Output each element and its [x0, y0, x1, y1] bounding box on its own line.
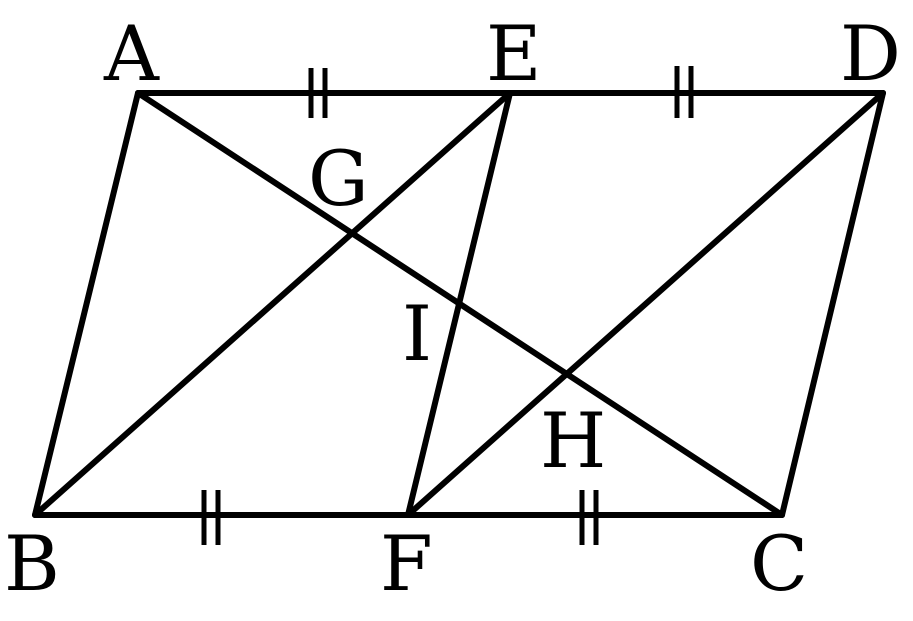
equal-mark-ae	[308, 68, 328, 118]
label-a: A	[103, 9, 160, 98]
label-b: B	[4, 519, 60, 608]
segment-fd	[405, 90, 886, 518]
segment-ef	[405, 90, 513, 518]
label-d: D	[840, 9, 901, 98]
label-g: G	[308, 134, 369, 223]
equal-mark-fc	[579, 490, 599, 545]
equal-mark-bf	[201, 490, 221, 545]
label-c: C	[750, 519, 808, 608]
segment-be	[32, 90, 513, 518]
segment-ab	[32, 90, 141, 518]
label-e: E	[486, 9, 541, 98]
label-h: H	[540, 396, 606, 485]
label-i: I	[402, 289, 432, 378]
equal-mark-ed	[674, 66, 694, 118]
segment-dc	[779, 90, 886, 518]
label-f: F	[380, 519, 433, 608]
